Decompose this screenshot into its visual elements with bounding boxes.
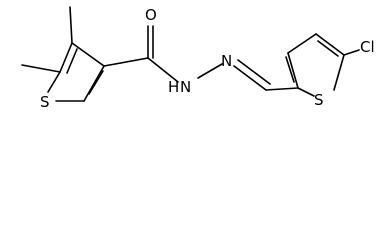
bond-rc2-rc3 [287, 52, 299, 89]
left-sulfur-label: S [40, 93, 50, 111]
bond-c3-c4 [71, 42, 105, 67]
bond-c-cl [343, 49, 360, 56]
bond-rc3-rc4 [287, 33, 317, 54]
bond-rc5-s [333, 54, 345, 91]
bond-s-rc2 [297, 87, 315, 97]
bond-rc4-rc5 [315, 33, 345, 56]
amide-nitrogen-label: N [180, 78, 191, 96]
bond-c5-s [47, 71, 61, 93]
left-thiophene-ring [47, 42, 105, 102]
molecule-canvas: O S N H N S Cl [21, 6, 375, 111]
bond-methyl-left [21, 64, 61, 73]
bond-imine-double [237, 59, 271, 85]
bond-n-n [197, 63, 223, 79]
bond-c4-c5 [59, 42, 73, 73]
bond-c4-c5-double [66, 48, 78, 74]
bond-methyl-top [69, 6, 73, 44]
bond-c3-carbonyl [103, 57, 149, 67]
bond-carbonyl-n [147, 57, 179, 83]
structure-drawing: O S N H N S Cl [21, 6, 375, 111]
imine-nitrogen-label: N [221, 52, 232, 70]
bond-c2-c3-double [88, 70, 104, 95]
bond-c2-c3 [83, 65, 105, 102]
oxygen-label: O [145, 6, 157, 24]
chlorine-label: Cl [360, 38, 375, 56]
right-thiophene-ring [285, 33, 345, 97]
bond-ch-thiophene [265, 87, 299, 91]
bond-rc2-rc3-double [285, 56, 295, 83]
right-sulfur-label: S [314, 91, 324, 109]
bond-imine [233, 65, 267, 91]
bond-rc4-rc5-double [317, 40, 339, 57]
amide-hydrogen-label: H [168, 78, 179, 96]
